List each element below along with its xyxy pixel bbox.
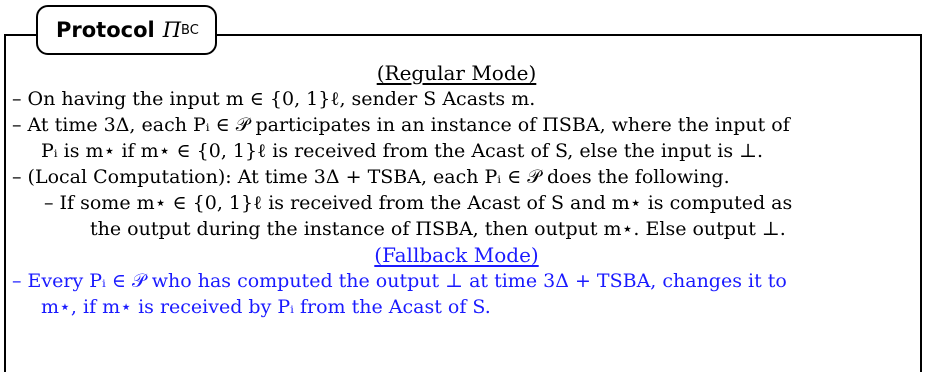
protocol-subscript: BC bbox=[181, 22, 199, 38]
step-sba-instance: – At time 3Δ, each Pᵢ ∈ 𝒫 participates i… bbox=[12, 114, 790, 136]
protocol-body: (Regular Mode) – On having the input m ∈… bbox=[0, 60, 933, 320]
step-fallback-change: – Every Pᵢ ∈ 𝒫 who has computed the outp… bbox=[12, 270, 787, 292]
substep-output-rule: – If some m⋆ ∈ {0, 1}ℓ is received from … bbox=[44, 192, 793, 214]
protocol-frame bbox=[4, 34, 922, 372]
protocol-symbol: Π bbox=[162, 18, 182, 42]
step-acast-input: – On having the input m ∈ {0, 1}ℓ, sende… bbox=[12, 88, 536, 110]
step-fallback-change-cont: m⋆, if m⋆ is received by Pᵢ from the Aca… bbox=[41, 296, 491, 318]
protocol-keyword: Protocol bbox=[56, 18, 155, 42]
fallback-mode-heading: (Fallback Mode) bbox=[374, 243, 539, 267]
step-sba-input-cont: Pᵢ is m⋆ if m⋆ ∈ {0, 1}ℓ is received fro… bbox=[41, 140, 764, 162]
regular-mode-heading: (Regular Mode) bbox=[376, 61, 537, 85]
step-local-computation: – (Local Computation): At time 3Δ + TSBA… bbox=[12, 166, 730, 188]
substep-output-rule-cont: the output during the instance of ΠSBA, … bbox=[90, 218, 786, 240]
